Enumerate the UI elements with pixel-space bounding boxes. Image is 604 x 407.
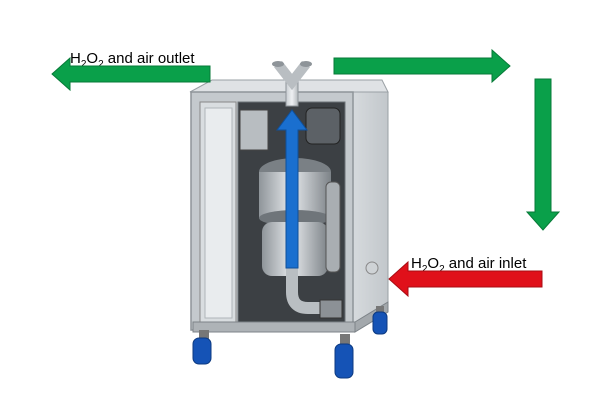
outlet-label: H2O2 and air outlet [70,50,195,70]
red-arrow-left-icon [388,260,543,298]
green-arrow-right-icon [333,48,511,84]
top-outlet-pipe [272,60,312,107]
caster-wheel-icon [192,306,388,379]
blue-arrow-up-icon [276,109,308,269]
inlet-label: H2O2 and air inlet [411,255,527,275]
green-arrow-down-icon [525,78,561,231]
green-arrow-left-icon [51,56,211,92]
